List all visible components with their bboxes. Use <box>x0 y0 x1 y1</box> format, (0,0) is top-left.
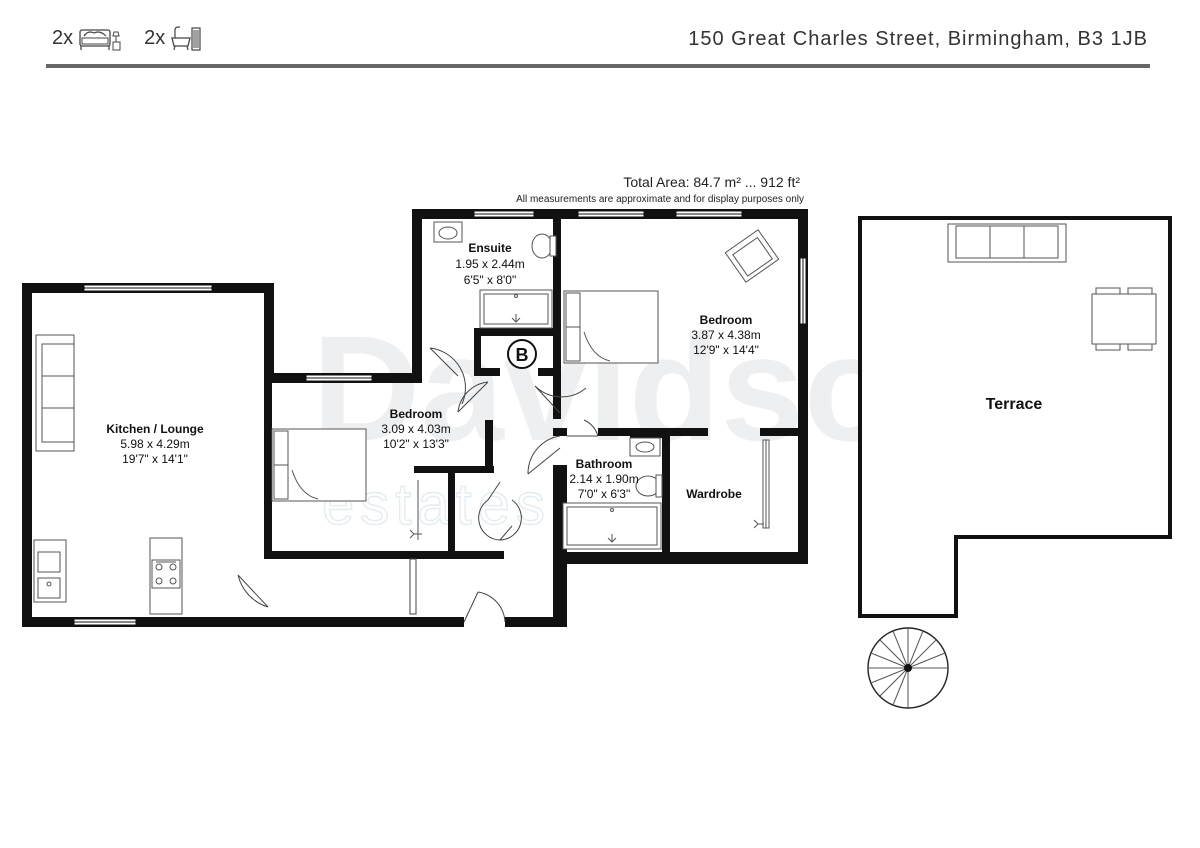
room-label-bathroom: Bathroom 2.14 x 1.90m 7'0" x 6'3" <box>569 457 638 501</box>
ensuite-fixtures: B <box>433 221 557 369</box>
room-name: Terrace <box>986 396 1043 413</box>
wardrobe-fixtures <box>753 439 770 529</box>
room-dimensions-metric: 3.09 x 4.03m <box>381 422 450 436</box>
room-name: Bathroom <box>576 457 633 471</box>
room-name: Bedroom <box>390 407 443 421</box>
property-counts: 2x 2x <box>52 24 202 52</box>
room-name: Ensuite <box>468 241 512 255</box>
bathroom-count: 2x <box>144 24 202 52</box>
toilet-icon <box>635 474 663 498</box>
toilet-icon <box>531 233 557 259</box>
bedroom2-fixtures <box>271 428 422 540</box>
boiler-label: B <box>516 345 529 365</box>
room-dimensions-imperial: 6'5" x 8'0" <box>464 273 516 287</box>
spiral-staircase-icon <box>867 627 949 709</box>
bed-icon <box>79 29 121 51</box>
room-name: Bedroom <box>700 313 753 327</box>
room-label-bedroom1: Bedroom 3.87 x 4.38m 12'9" x 14'4" <box>691 313 760 357</box>
property-address: 150 Great Charles Street, Birmingham, B3… <box>688 28 1148 50</box>
terrace <box>858 216 1172 709</box>
bedroom-count: 2x <box>52 24 122 52</box>
hob-icon <box>149 537 183 615</box>
bedroom-count-text: 2x <box>52 26 74 49</box>
shower-tray-icon <box>479 289 553 329</box>
header: 2x 2x <box>0 0 1200 70</box>
bed-icon <box>563 290 659 364</box>
room-dimensions-metric: 2.14 x 1.90m <box>569 472 638 486</box>
doors <box>237 347 599 623</box>
bath-icon <box>562 502 662 550</box>
room-dimensions-metric: 5.98 x 4.29m <box>120 437 189 451</box>
room-dimensions-imperial: 7'0" x 6'3" <box>578 487 630 501</box>
boiler-icon: B <box>507 339 537 369</box>
bath-icon <box>171 26 201 51</box>
basin-icon <box>433 221 463 243</box>
total-area: Total Area: 84.7 m² ... 912 ft² <box>623 174 800 190</box>
room-dimensions-imperial: 10'2" x 13'3" <box>383 437 449 451</box>
room-name: Kitchen / Lounge <box>106 422 204 436</box>
bathroom-fixtures <box>562 437 663 550</box>
sink-icon <box>33 539 67 603</box>
bedroom1-fixtures <box>563 229 780 364</box>
bed-icon <box>271 428 367 502</box>
outdoor-sofa-icon <box>947 223 1067 263</box>
room-label-kitchen: Kitchen / Lounge 5.98 x 4.29m 19'7" x 14… <box>106 422 204 466</box>
room-dimensions-metric: 1.95 x 2.44m <box>455 257 524 271</box>
room-label-ensuite: Ensuite 1.95 x 2.44m 6'5" x 8'0" <box>455 241 524 287</box>
room-label-wardrobe: Wardrobe <box>686 487 742 501</box>
room-name: Wardrobe <box>686 487 742 501</box>
header-rule <box>46 64 1150 68</box>
room-dimensions-imperial: 19'7" x 14'1" <box>122 452 188 466</box>
room-dimensions-metric: 3.87 x 4.38m <box>691 328 760 342</box>
kitchen-fixtures <box>33 334 183 615</box>
room-label-terrace: Terrace <box>986 396 1043 413</box>
wardrobe-rail-icon <box>409 480 422 540</box>
sofa-icon <box>35 334 75 452</box>
dining-table-icon <box>1091 287 1157 351</box>
bathroom-count-text: 2x <box>144 26 166 49</box>
room-label-bedroom2: Bedroom 3.09 x 4.03m 10'2" x 13'3" <box>381 407 450 451</box>
armchair-icon <box>724 229 780 283</box>
measurement-disclaimer: All measurements are approximate and for… <box>516 194 804 205</box>
room-dimensions-imperial: 12'9" x 14'4" <box>693 343 759 357</box>
basin-icon <box>629 437 661 457</box>
windows <box>73 210 807 626</box>
